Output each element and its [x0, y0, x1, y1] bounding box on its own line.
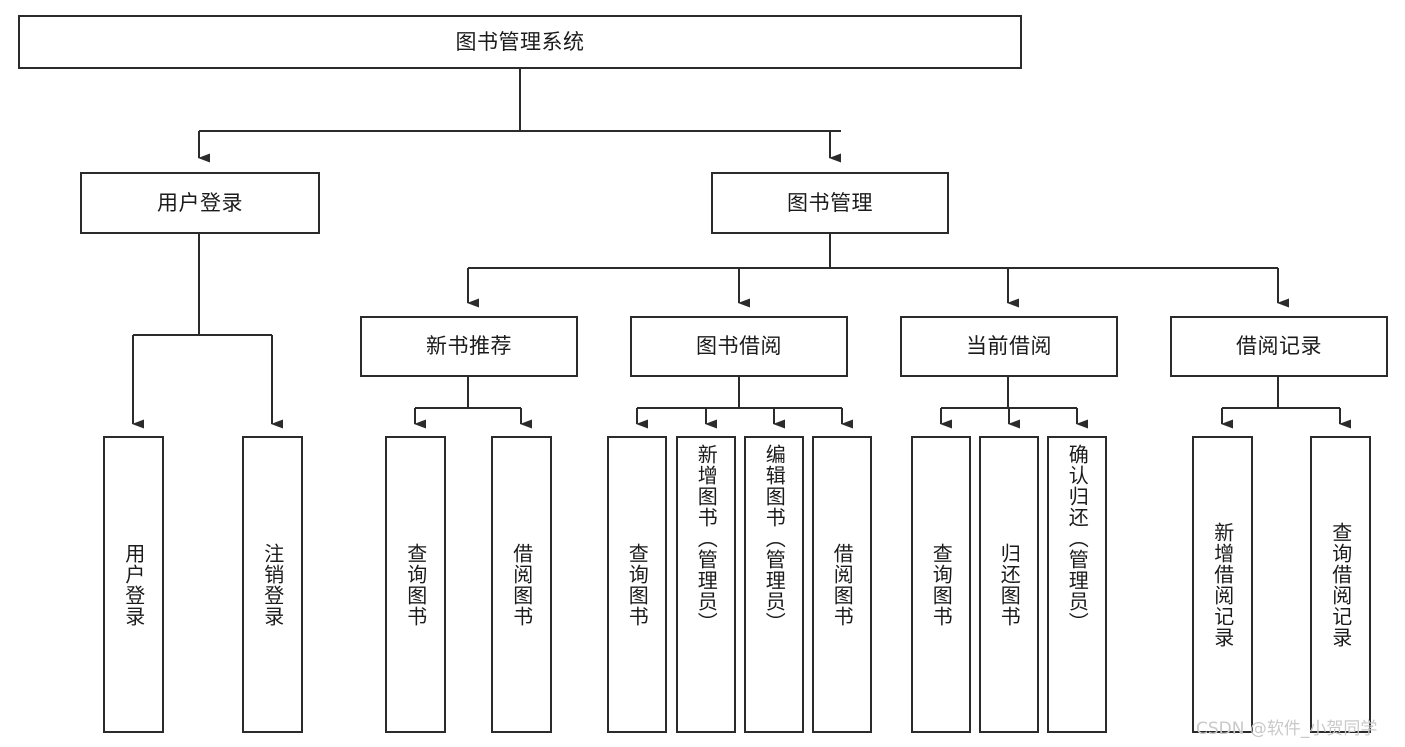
node-root-label: 图书管理系统 [455, 29, 585, 54]
node-leaf-user-login[interactable]: 用户登录 [103, 436, 164, 733]
node-new-book-rec-label: 新书推荐 [426, 334, 512, 359]
node-leaf-query-book-2-label: 查询图书 [625, 542, 650, 627]
node-leaf-edit-book[interactable]: 编辑图书（管理员） [744, 436, 804, 733]
node-leaf-user-logout-label: 注销登录 [260, 542, 285, 627]
node-current-borrow-label: 当前借阅 [966, 334, 1052, 359]
node-leaf-user-logout[interactable]: 注销登录 [242, 436, 303, 733]
node-leaf-query-book-1[interactable]: 查询图书 [385, 436, 446, 733]
node-leaf-query-book-2[interactable]: 查询图书 [607, 436, 667, 733]
node-leaf-borrow-book-1[interactable]: 借阅图书 [491, 436, 552, 733]
node-leaf-return-book[interactable]: 归还图书 [979, 436, 1039, 733]
node-leaf-user-login-label: 用户登录 [121, 542, 146, 627]
node-borrow-record[interactable]: 借阅记录 [1170, 316, 1388, 377]
node-leaf-edit-book-label: 编辑图书（管理员） [762, 444, 787, 633]
node-leaf-query-book-1-label: 查询图书 [403, 542, 428, 627]
node-leaf-borrow-book-1-label: 借阅图书 [509, 542, 534, 627]
node-borrow-record-label: 借阅记录 [1236, 334, 1322, 359]
node-leaf-query-book-3[interactable]: 查询图书 [911, 436, 971, 733]
node-leaf-confirm-return[interactable]: 确认归还（管理员） [1047, 436, 1107, 733]
node-leaf-borrow-book-2[interactable]: 借阅图书 [812, 436, 872, 733]
node-leaf-add-book[interactable]: 新增图书（管理员） [676, 436, 736, 733]
node-leaf-borrow-book-2-label: 借阅图书 [830, 542, 855, 627]
node-leaf-query-book-3-label: 查询图书 [929, 542, 954, 627]
node-current-borrow[interactable]: 当前借阅 [900, 316, 1118, 377]
node-leaf-query-record-label: 查询借阅记录 [1328, 521, 1353, 648]
node-leaf-query-record[interactable]: 查询借阅记录 [1310, 436, 1371, 733]
node-user-login[interactable]: 用户登录 [80, 172, 320, 234]
node-leaf-return-book-label: 归还图书 [997, 542, 1022, 627]
node-leaf-add-book-label: 新增图书（管理员） [694, 444, 719, 633]
node-user-login-label: 用户登录 [157, 190, 243, 215]
node-leaf-confirm-return-label: 确认归还（管理员） [1065, 444, 1090, 633]
node-book-manage-label: 图书管理 [787, 190, 873, 215]
node-root[interactable]: 图书管理系统 [18, 15, 1022, 69]
node-book-borrow[interactable]: 图书借阅 [630, 316, 848, 377]
node-leaf-add-record-label: 新增借阅记录 [1210, 521, 1235, 648]
node-book-manage[interactable]: 图书管理 [711, 172, 949, 234]
node-book-borrow-label: 图书借阅 [696, 334, 782, 359]
node-new-book-rec[interactable]: 新书推荐 [360, 316, 578, 377]
node-leaf-add-record[interactable]: 新增借阅记录 [1192, 436, 1253, 733]
